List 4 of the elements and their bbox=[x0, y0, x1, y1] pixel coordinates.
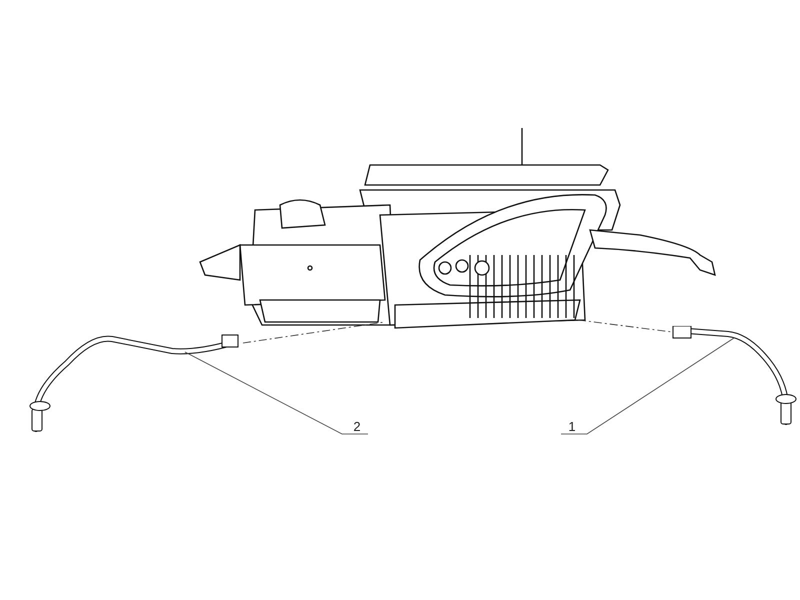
leader-line bbox=[184, 352, 368, 434]
callout-number: 2 bbox=[348, 420, 366, 434]
leader-line bbox=[560, 338, 734, 434]
callout-number: 1 bbox=[563, 420, 581, 434]
